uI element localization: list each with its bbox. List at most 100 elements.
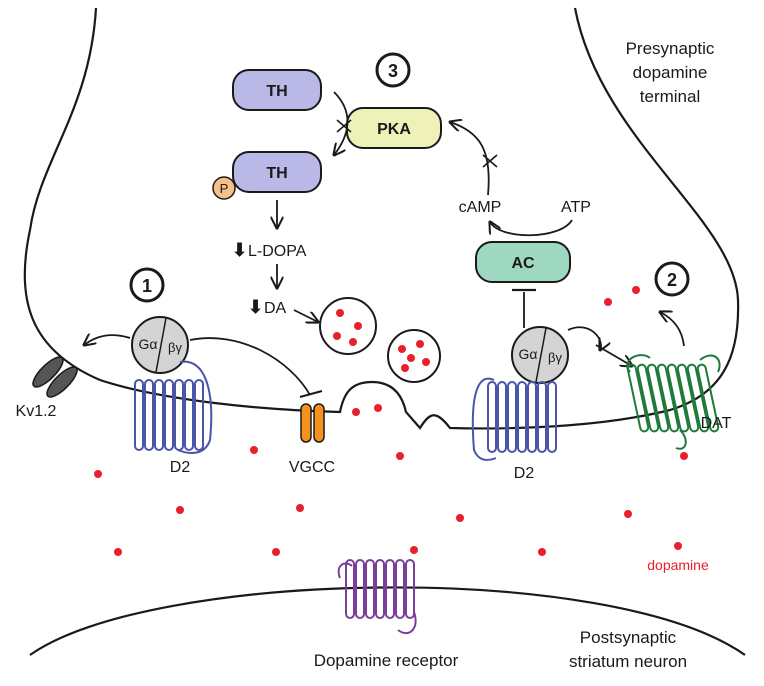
dat-helix [676, 363, 700, 433]
vesicle-dot [349, 338, 357, 346]
th-enzyme-top [232, 69, 322, 111]
dat-tail [675, 429, 687, 450]
receptor-helix [345, 559, 355, 619]
dopamine-dot [352, 408, 360, 416]
camp-label: cAMP [459, 199, 502, 216]
phosphate-label: P [220, 181, 229, 196]
step-3-number: 3 [388, 61, 398, 81]
d2-receptor-right [471, 377, 557, 461]
vesicle-dot [422, 358, 430, 366]
d2-right-helix [517, 381, 527, 453]
da-to-vesicle-arrow [293, 309, 318, 322]
dat-helix [626, 363, 650, 433]
g-alpha-right: Gα [519, 346, 538, 362]
step-2-number: 2 [667, 270, 677, 290]
d2-left-label: D2 [170, 459, 191, 476]
presynaptic-label-3: terminal [640, 87, 700, 106]
vesicle-dot [407, 354, 415, 362]
d2-right-tail [471, 377, 497, 461]
vesicle-dot [336, 309, 344, 317]
presynaptic-membrane [23, 7, 740, 430]
atp-label: ATP [561, 199, 591, 216]
vgcc-subunit-2 [313, 403, 325, 443]
receptor-helix [365, 559, 375, 619]
dat-reuptake-arrow [660, 312, 685, 347]
receptor-n-terminus [337, 562, 353, 579]
g-protein-right-divider [535, 327, 547, 383]
d2-right-helix [487, 381, 497, 453]
d2-left-tail [177, 360, 213, 454]
d2-right-helix [547, 381, 557, 453]
dat-helix [686, 363, 710, 433]
d2-left-helix [174, 379, 184, 451]
dopamine-dot [296, 504, 304, 512]
dat-helix [646, 363, 670, 433]
pka-block-mark [336, 119, 352, 133]
vesicle-dot [401, 364, 409, 372]
step-1-number: 1 [142, 276, 152, 296]
ldopa-label: L-DOPA [248, 243, 307, 260]
d2-right-helix [507, 381, 517, 453]
postsynaptic-label-1: Postsynaptic [580, 628, 677, 647]
dopamine-dot [396, 452, 404, 460]
phosphorylation-arrow [334, 91, 349, 155]
dat-helix [636, 363, 660, 433]
d2-right-helix [497, 381, 507, 453]
presynaptic-label-2: dopamine [633, 63, 708, 82]
dopamine-label: dopamine [647, 557, 709, 573]
d2-left-helix [144, 379, 154, 451]
dopamine-dot [176, 506, 184, 514]
dat-helix [666, 363, 690, 433]
camp-block-mark [482, 154, 498, 168]
da-label: DA [264, 300, 287, 317]
th-bottom-label: TH [266, 165, 287, 182]
dopamine-molecules [94, 286, 688, 556]
g-to-kv-arrow [84, 335, 131, 345]
g-protein-left-divider [155, 317, 167, 373]
pka-label: PKA [377, 121, 411, 138]
vgcc-label: VGCC [289, 459, 335, 476]
d2-receptor-left [134, 360, 213, 454]
da-down-arrow: ⬇ [248, 297, 263, 317]
atp-to-camp-arrow [490, 220, 573, 237]
d2-right-helix [527, 381, 537, 453]
vesicle-1 [319, 297, 377, 355]
th-top-label: TH [266, 83, 287, 100]
receptor-c-terminus [397, 611, 417, 635]
dopamine-dot [94, 470, 102, 478]
dopamine-dot [538, 548, 546, 556]
dopamine-dot [114, 548, 122, 556]
g-to-vgcc-inhibition [189, 337, 311, 396]
ldopa-down-arrow: ⬇ [232, 240, 247, 260]
vgcc-subunit-1 [300, 403, 312, 443]
receptor-helix [355, 559, 365, 619]
d2-left-helix [164, 379, 174, 451]
vesicle-dot [398, 345, 406, 353]
dopamine-dot [250, 446, 258, 454]
postsynaptic-label-2: striatum neuron [569, 652, 687, 671]
th-enzyme-phospho [232, 151, 322, 193]
step-3-badge [375, 52, 411, 88]
vesicle-dot [333, 332, 341, 340]
dopamine-dot [624, 510, 632, 518]
g-to-dat-arrow [595, 344, 632, 366]
dat-c-terminus [699, 354, 721, 373]
dopamine-dot [410, 546, 418, 554]
g-alpha-left: Gα [139, 336, 158, 352]
dat-transporter [626, 354, 721, 450]
phosphate-group [212, 176, 236, 200]
postsynaptic-membrane [29, 586, 746, 656]
ac-label: AC [511, 255, 535, 272]
vgcc-inhibit-bar [299, 389, 323, 399]
g-betagamma-right: βγ [548, 350, 562, 365]
vesicle-dot [416, 340, 424, 348]
d2-left-helix [194, 379, 204, 451]
vesicle-dot [354, 322, 362, 330]
receptor-helix [375, 559, 385, 619]
receptor-helix [395, 559, 405, 619]
dopamine-receptor-label: Dopamine receptor [314, 651, 459, 670]
dopamine-dot [272, 548, 280, 556]
dat-helix [696, 363, 720, 433]
camp-to-pka-arrow [450, 122, 490, 196]
step-1-badge [129, 267, 165, 303]
